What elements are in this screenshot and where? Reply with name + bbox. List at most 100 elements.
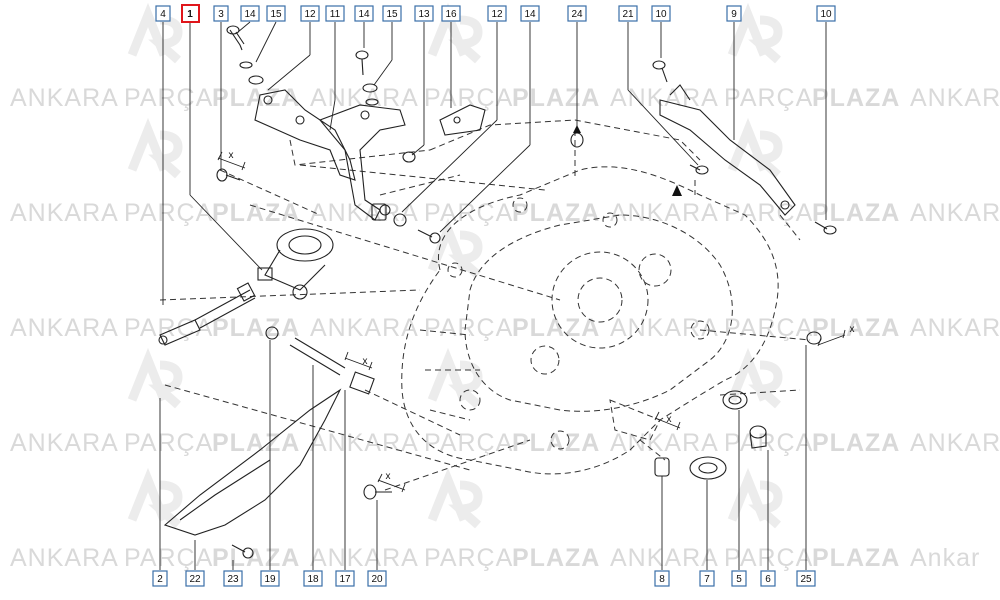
callout-label: 6 [765,574,771,585]
svg-text:ANKARA: ANKARA [310,314,419,342]
wm-word: PARÇA [424,84,513,112]
wm-word: ANKARA [10,314,119,342]
wm-word: ANKARA [10,199,119,227]
wm-word: PLAZA [212,314,300,342]
dim-mark: x [363,356,368,367]
callout-17[interactable]: 17 [335,570,355,587]
callout-18[interactable]: 18 [303,570,323,587]
callout-1[interactable]: 1 [181,4,200,23]
callout-19[interactable]: 19 [260,570,280,587]
wm-word: PARÇA [124,199,213,227]
leader-lines [159,21,827,570]
bracket-12 [319,104,406,221]
wm-word: PARÇA [724,199,813,227]
callout-11[interactable]: 11 [325,5,345,22]
assembly-lines [159,119,811,491]
wm-word: PARÇA [724,84,813,112]
sleeve-17 [349,371,375,395]
svg-text:PLAZA: PLAZA [212,199,300,227]
svg-text:PARÇA: PARÇA [424,429,513,457]
svg-text:PARÇA: PARÇA [724,429,813,457]
callout-9[interactable]: 9 [726,5,742,22]
callout-13[interactable]: 13 [414,5,434,22]
callout-label: 15 [270,9,282,20]
callout-label: 21 [622,9,634,20]
callout-10[interactable]: 10 [651,5,671,22]
svg-text:ANKARA: ANKARA [610,429,719,457]
wm-word: PARÇA [424,314,513,342]
wm-word: PARÇA [124,429,213,457]
wm-word: PARÇA [724,544,813,572]
wm-word: PLAZA [212,544,300,572]
wm-word: ANKARA [910,84,1000,112]
callout-24[interactable]: 24 [567,5,587,22]
wm-word: PLAZA [212,199,300,227]
bracket-16 [439,104,486,136]
callout-16[interactable]: 16 [441,5,461,22]
wm-word: PLAZA [512,544,600,572]
callout-label: 25 [800,574,812,585]
wm-word: ANKARA [610,544,719,572]
callout-label: 7 [704,574,710,585]
dim-mark: x [850,324,855,335]
callout-14[interactable]: 14 [354,5,374,22]
svg-text:PARÇA: PARÇA [724,84,813,112]
callout-25[interactable]: 25 [796,570,816,587]
callout-7[interactable]: 7 [699,570,715,587]
wm-word: PLAZA [812,429,900,457]
callout-label: 10 [820,9,832,20]
wm-word: ANKARA [310,429,419,457]
svg-text:ANKARA: ANKARA [610,314,719,342]
seals-and-plugs [654,331,822,480]
callouts-bottom: 2 22 23 19 18 17 20 8 7 5 6 25 [152,570,816,587]
svg-text:ANKARA: ANKARA [610,84,719,112]
svg-text:ANKARA: ANKARA [310,429,419,457]
wm-word: ANKARA [310,84,419,112]
callout-12[interactable]: 12 [487,5,507,22]
callout-15[interactable]: 15 [382,5,402,22]
hydraulic-pipe [158,282,256,346]
callout-label: 8 [659,574,665,585]
svg-text:ANKARA: ANKARA [610,544,719,572]
callout-15[interactable]: 15 [266,5,286,22]
callout-5[interactable]: 5 [731,570,747,587]
callout-8[interactable]: 8 [654,570,670,587]
wm-word: PLAZA [212,84,300,112]
callout-14[interactable]: 14 [240,5,260,22]
svg-text:PLAZA: PLAZA [512,544,600,572]
svg-text:ANKARA: ANKARA [610,199,719,227]
callout-4[interactable]: 4 [155,5,171,22]
svg-text:PLAZA: PLAZA [812,314,900,342]
callout-23[interactable]: 23 [223,570,243,587]
callout-label: 24 [571,9,583,20]
wm-word: PLAZA [812,84,900,112]
svg-text:PARÇA: PARÇA [124,544,213,572]
callout-21[interactable]: 21 [618,5,638,22]
svg-text:ANKARA: ANKARA [10,544,119,572]
callout-label: 10 [655,9,667,20]
callout-12[interactable]: 12 [300,5,320,22]
callout-3[interactable]: 3 [213,5,229,22]
wm-word: PARÇA [424,199,513,227]
dim-mark: x [386,471,391,482]
svg-text:ANKARA: ANKARA [10,199,119,227]
svg-text:ANKARA: ANKARA [910,84,1000,112]
callout-label: 17 [339,574,351,585]
callout-label: 12 [304,9,316,20]
callout-label: 19 [264,574,276,585]
callout-6[interactable]: 6 [760,570,776,587]
wm-word: ANKARA [10,429,119,457]
callout-label: 5 [736,574,742,585]
svg-text:Ankar: Ankar [910,544,980,572]
wm-word: PARÇA [124,84,213,112]
callout-22[interactable]: 22 [185,570,205,587]
callout-2[interactable]: 2 [152,570,168,587]
callout-20[interactable]: 20 [367,570,387,587]
wm-word: ANKARA [610,429,719,457]
callout-14[interactable]: 14 [520,5,540,22]
wm-word: PARÇA [724,314,813,342]
callout-10[interactable]: 10 [816,5,836,22]
svg-text:ANKARA: ANKARA [910,429,1000,457]
dim-mark: x [229,150,234,161]
wm-word: ANKARA [610,84,719,112]
